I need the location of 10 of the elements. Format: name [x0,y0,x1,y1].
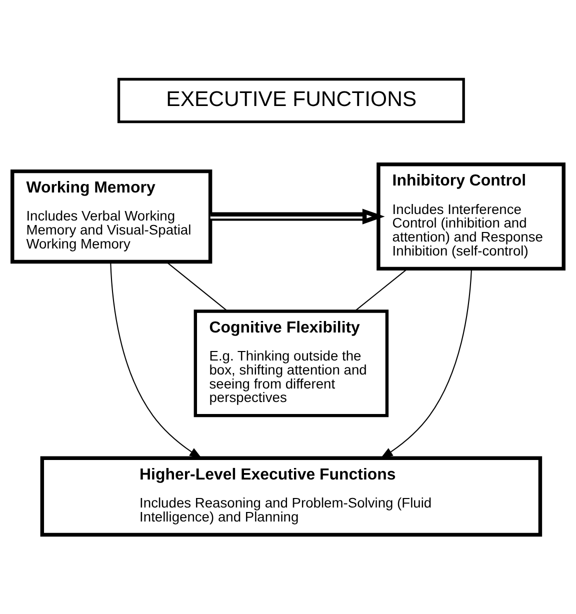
node-box: Working Memory Includes Verbal Working Memory and Visual-Spatial Working Memory [10,169,212,264]
node-box: EXECUTIVE FUNCTIONS [117,78,465,124]
node-box: Cognitive Flexibility E.g. Thinking outside the box, shifting attention and seeing from different perspectives [194,310,389,418]
arrow [210,208,385,224]
node-box: Inhibitory Control Includes Interference Control (inhibition and attention) and Response Inhibition (self-control) [376,162,566,271]
arrow [110,262,202,459]
node-box: Higher-Level Executive Functions Includes Reasoning and Problem-Solving (Fluid Intelligence) and Planning [40,456,542,537]
arrow [380,268,472,459]
connector [354,268,408,312]
connector [166,261,228,312]
